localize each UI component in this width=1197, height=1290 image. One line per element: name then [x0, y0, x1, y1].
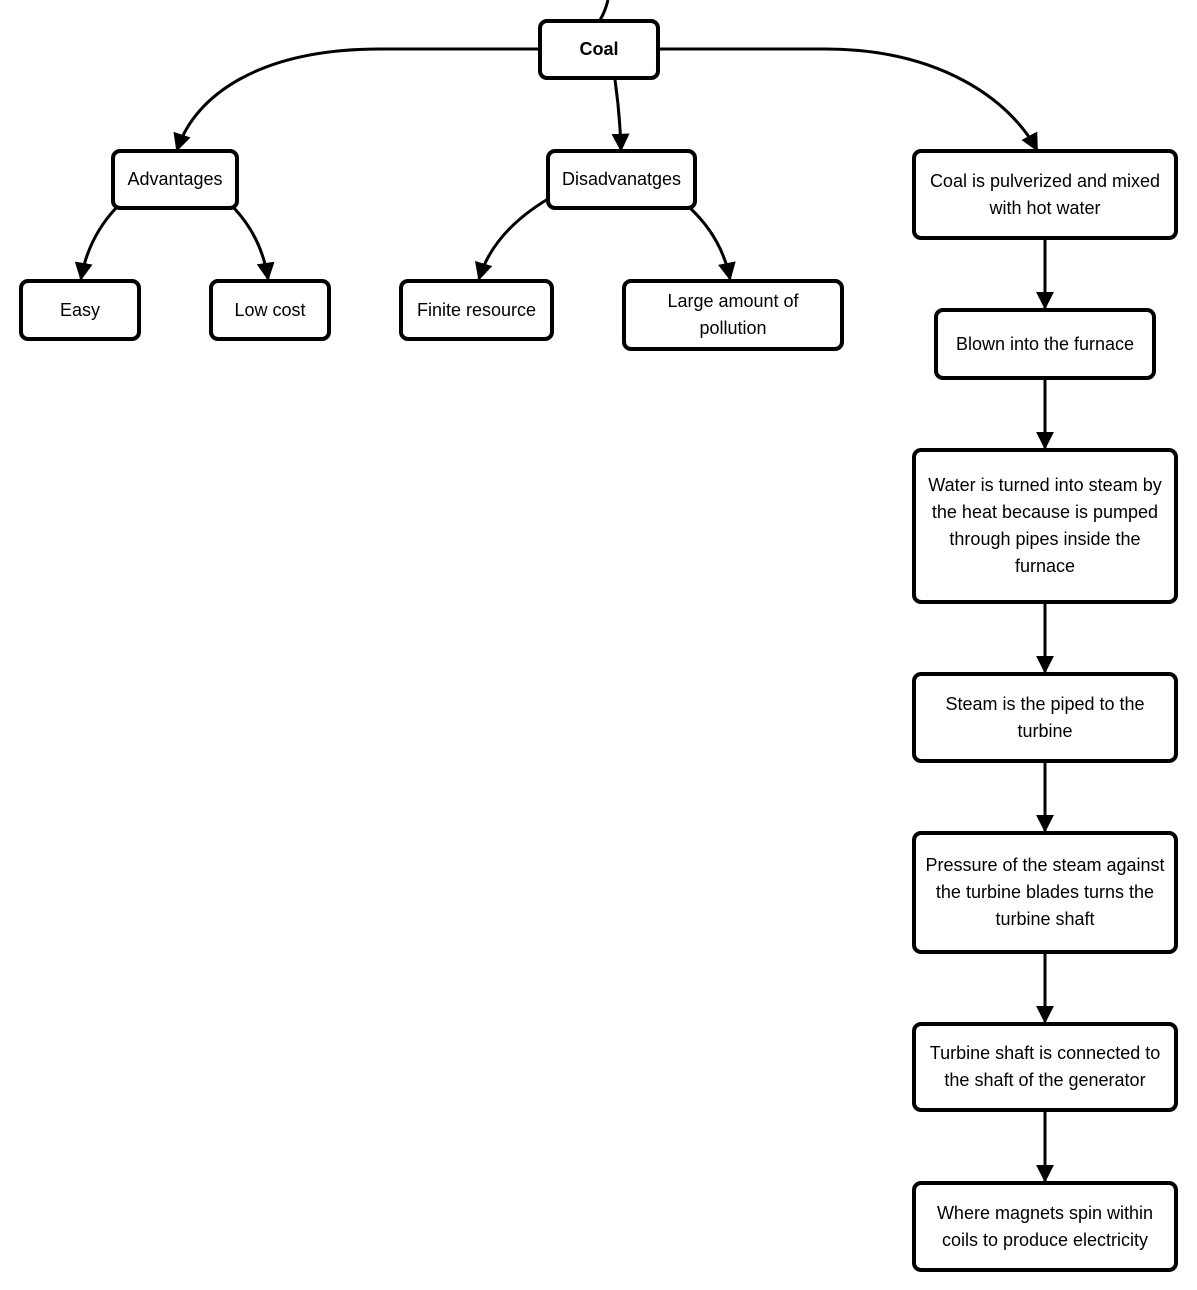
node-low-cost-label: Low cost	[234, 299, 306, 320]
node-step5[interactable]: Pressure of the steam against the turbin…	[912, 831, 1178, 954]
node-step2[interactable]: Blown into the furnace	[934, 308, 1156, 380]
edge-coal-advantages	[173, 47, 538, 152]
node-step4-label: Steam is the piped to the turbine	[945, 693, 1145, 741]
node-step1-label: Coal is pulverized and mixed with hot wa…	[929, 170, 1161, 218]
node-finite-resource[interactable]: Finite resource	[399, 279, 554, 341]
node-low-cost[interactable]: Low cost	[209, 279, 331, 341]
edge-incoming-coal	[598, 0, 610, 21]
node-step4[interactable]: Steam is the piped to the turbine	[912, 672, 1178, 763]
edge-coal-step1	[659, 47, 1039, 152]
node-step2-label: Blown into the furnace	[955, 333, 1135, 354]
node-step3-label: Water is turned into steam by the heat b…	[928, 475, 1162, 576]
node-step7[interactable]: Where magnets spin within coils to produ…	[912, 1181, 1178, 1272]
node-coal[interactable]: Coal	[538, 19, 660, 80]
node-step1[interactable]: Coal is pulverized and mixed with hot wa…	[912, 149, 1178, 240]
node-coal-label: Coal	[579, 39, 619, 59]
node-advantages[interactable]: Advantages	[111, 149, 239, 210]
node-step5-label: Pressure of the steam against the turbin…	[925, 855, 1165, 929]
node-pollution[interactable]: Large amount of pollution	[622, 279, 844, 351]
node-advantages-label: Advantages	[127, 169, 223, 189]
node-step6-label: Turbine shaft is connected to the shaft …	[929, 1043, 1161, 1090]
node-finite-resource-label: Finite resource	[416, 299, 537, 320]
edge-advantages-low-cost	[232, 206, 275, 281]
edge-disadvantages-pollution	[688, 206, 736, 281]
node-step6[interactable]: Turbine shaft is connected to the shaft …	[912, 1022, 1178, 1112]
node-easy-label: Easy	[59, 299, 101, 320]
node-disadvantages-label: Disadvanatges	[561, 169, 682, 189]
edge-coal-disadvantages	[611, 79, 630, 152]
edge-disadvantages-finite	[475, 197, 549, 281]
node-pollution-label: Large amount of pollution	[667, 291, 799, 338]
node-step7-label: Where magnets spin within coils to produ…	[936, 1202, 1154, 1250]
edge-advantages-easy	[74, 206, 118, 281]
node-step3[interactable]: Water is turned into steam by the heat b…	[912, 448, 1178, 604]
node-disadvantages[interactable]: Disadvanatges	[546, 149, 697, 210]
node-easy[interactable]: Easy	[19, 279, 141, 341]
